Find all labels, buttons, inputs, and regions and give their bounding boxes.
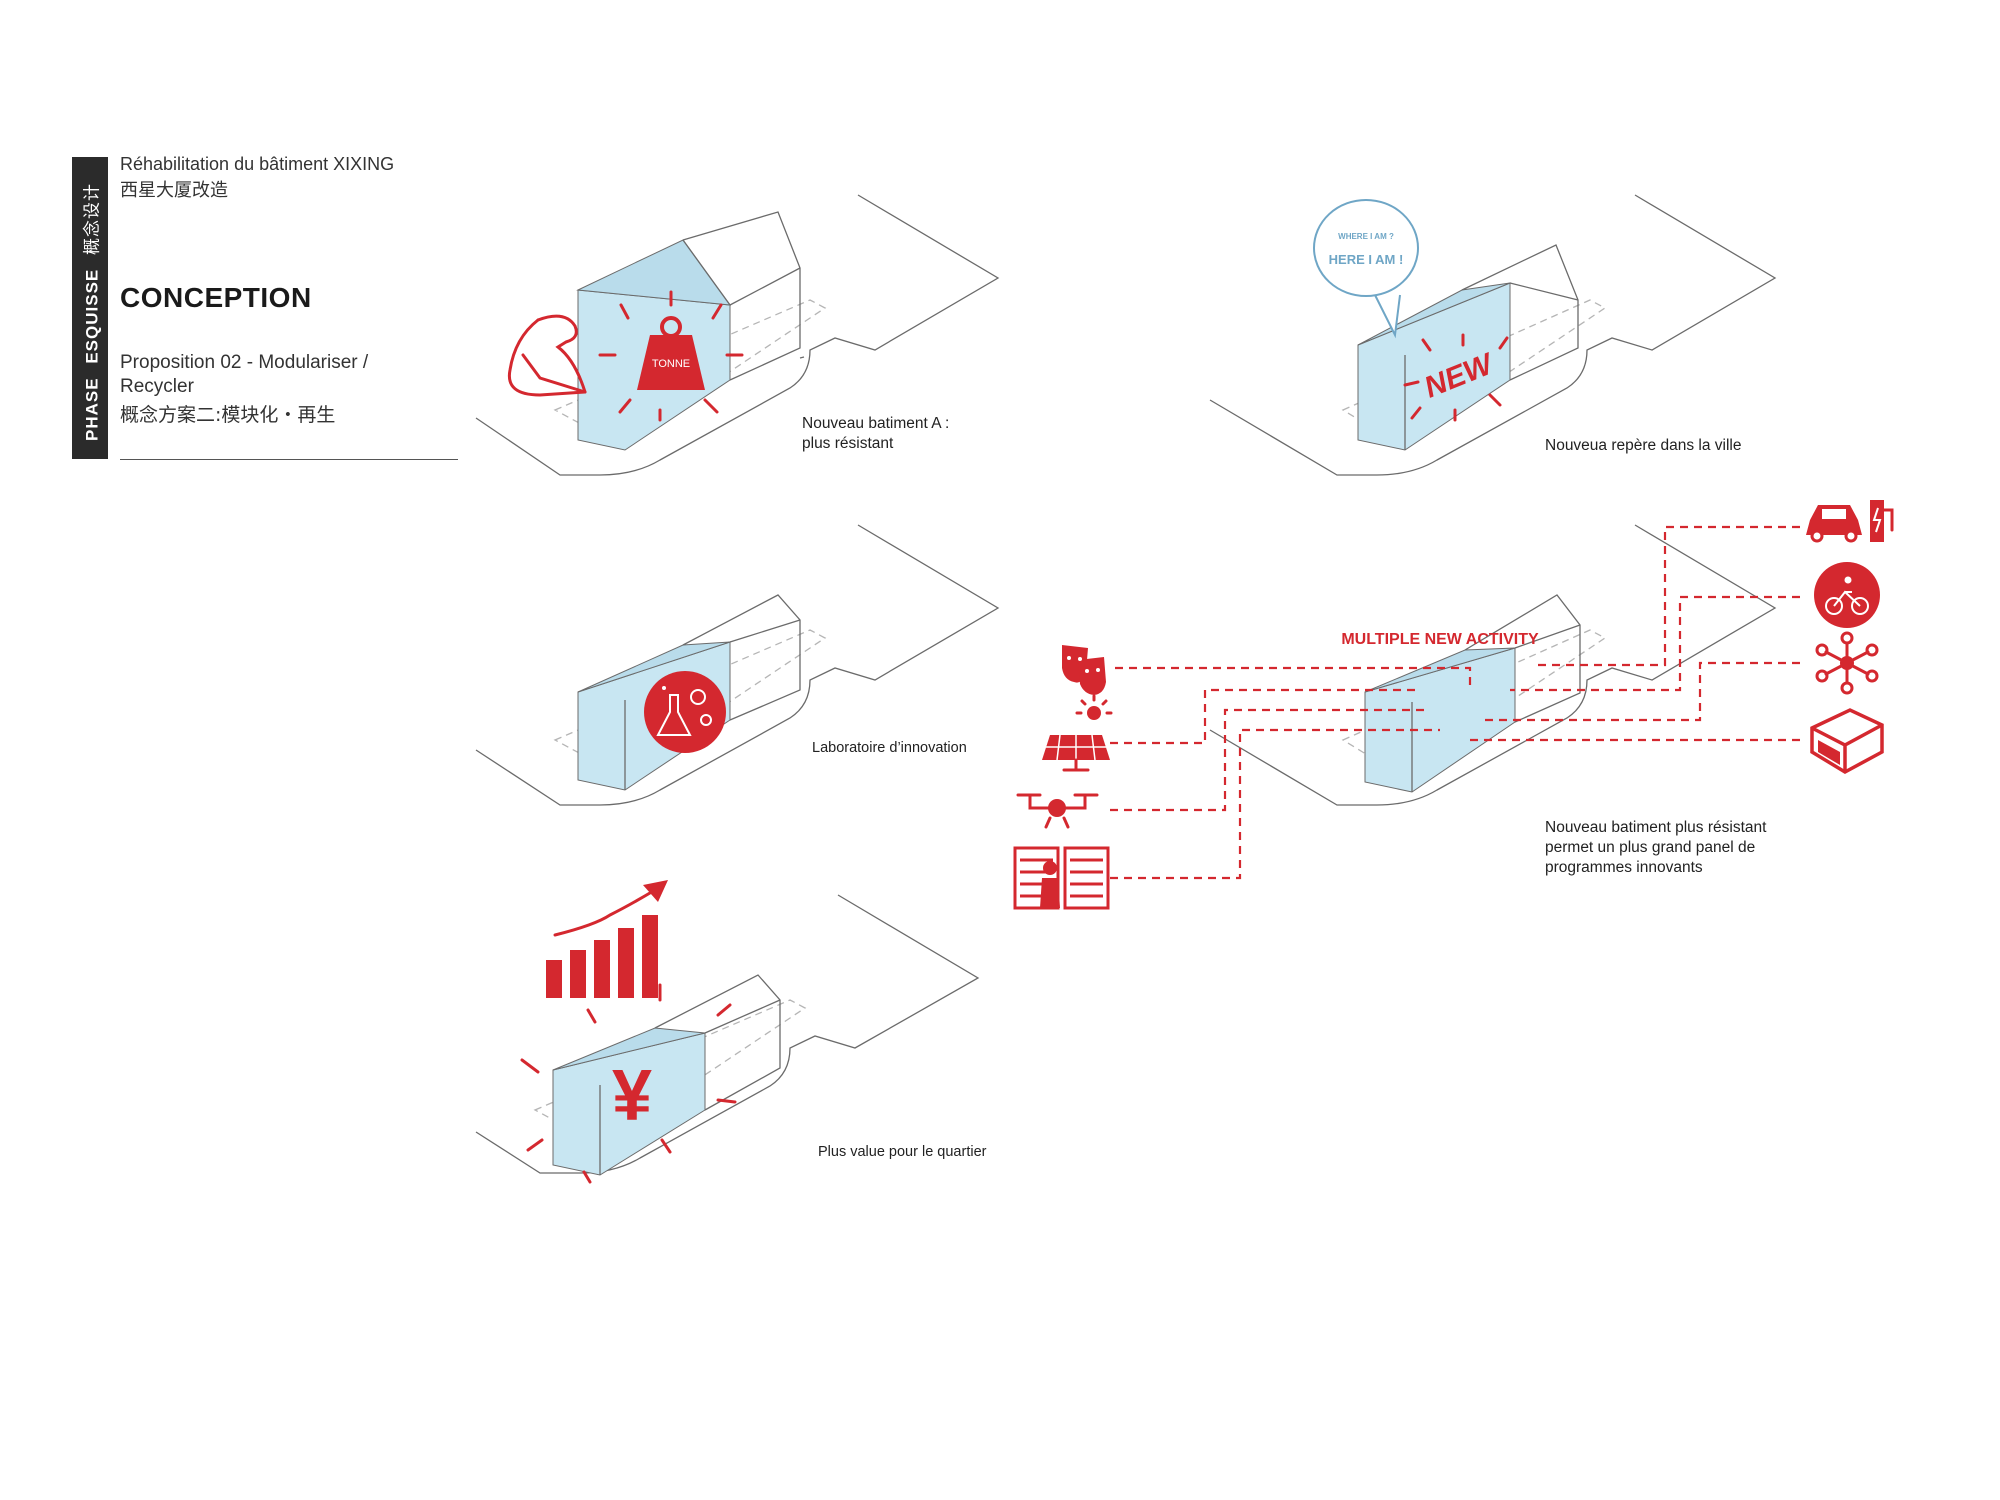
- caption-activities-line-2: permet un plus grand panel de: [1545, 839, 1756, 856]
- project-title: Réhabilitation du bâtiment XIXING: [120, 154, 395, 174]
- weight-icon: TONNE: [637, 316, 705, 390]
- proposition-cn: 概念方案二:模块化・再生: [120, 404, 336, 426]
- section-title: CONCEPTION: [120, 282, 312, 313]
- lab-flask-gear-icon: [644, 671, 726, 753]
- caption-activities: Nouveau batiment plus résistant permet u…: [1545, 818, 1766, 878]
- project-title-cn: 西星大厦改造: [120, 180, 228, 201]
- caption-landmark: Nouveua repère dans la ville: [1545, 436, 1741, 456]
- caption-lab-line-1: Laboratoire d’innovation: [812, 740, 967, 756]
- drone-icon: [1016, 793, 1099, 829]
- yuan-symbol: ¥: [612, 1056, 652, 1136]
- phase-sidebar-tab: PHASE ESQUISSE 概念设计: [72, 157, 108, 459]
- caption-stronger-line-1: Nouveau batiment A :: [802, 415, 950, 432]
- caption-landmark-line-1: Nouveua repère dans la ville: [1545, 437, 1742, 454]
- panel-stronger: TONNE: [475, 194, 1000, 476]
- network-icon: [1815, 631, 1879, 695]
- proposition-line-2: Recycler: [120, 376, 194, 397]
- bicycle-icon: [1814, 562, 1880, 628]
- speech-bubble-icon: WHERE I AM ? HERE I AM !: [1313, 199, 1419, 339]
- caption-lab: Laboratoire d’innovation: [812, 738, 967, 758]
- solar-panel-icon: [1042, 694, 1113, 772]
- strong-arm-icon: [507, 314, 587, 397]
- yuan-symbol-icon: ¥: [520, 983, 737, 1184]
- caption-activities-line-3: programmes innovants: [1545, 859, 1703, 876]
- activities-title: MULTIPLE NEW ACTIVITY: [1341, 631, 1539, 648]
- panel-activities: MULTIPLE NEW ACTIVITY: [1013, 500, 1894, 910]
- theatre-masks-icon: [1062, 645, 1106, 695]
- caption-stronger-line-2: plus résistant: [802, 435, 894, 452]
- impact-rays-icon: [598, 290, 744, 422]
- proposition-line-1: Proposition 02 - Modulariser /: [120, 352, 369, 373]
- bubble-big-text: HERE I AM !: [1329, 252, 1404, 267]
- panel-landmark: WHERE I AM ? HERE I AM ! NEW: [1209, 194, 1777, 476]
- bubble-small-text: WHERE I AM ?: [1338, 232, 1394, 241]
- library-reader-icon: [1013, 846, 1110, 910]
- header-divider: [120, 459, 458, 460]
- rising-bar-chart-icon: [546, 880, 668, 998]
- tonne-label: TONNE: [652, 358, 690, 370]
- caption-activities-line-1: Nouveau batiment plus résistant: [1545, 819, 1767, 836]
- caption-value-line-1: Plus value pour le quartier: [818, 1144, 987, 1160]
- panel-value: ¥: [475, 880, 980, 1184]
- caption-value: Plus value pour le quartier: [818, 1142, 986, 1162]
- parcel-box-icon: [1810, 708, 1884, 775]
- electric-car-charging-icon: [1806, 500, 1894, 543]
- caption-stronger: Nouveau batiment A : plus résistant: [802, 414, 949, 454]
- panel-lab: [475, 524, 1000, 806]
